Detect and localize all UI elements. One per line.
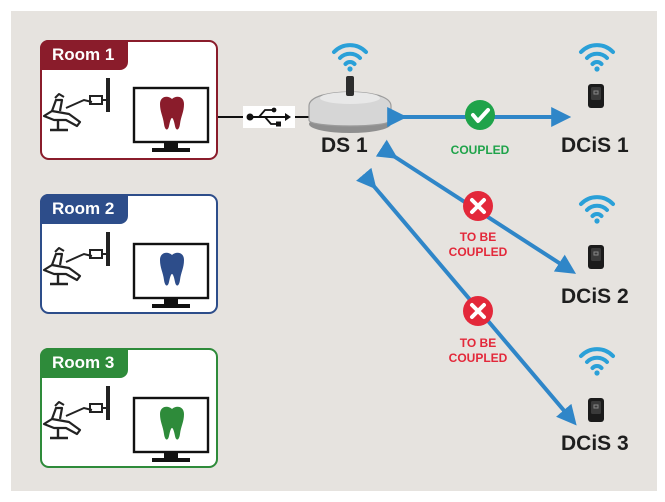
monitor-icon [132, 242, 210, 310]
dental-chair-icon [42, 230, 112, 286]
wifi-icon [579, 347, 615, 378]
check-icon [465, 100, 495, 130]
sensor-icon [587, 397, 605, 423]
base-station-label: DS 1 [321, 134, 368, 157]
link-3-status-line1: TO BE [459, 336, 497, 350]
usb-icon [243, 106, 295, 128]
sensor-2-label: DCiS 2 [561, 285, 629, 308]
dental-chair-icon [42, 76, 112, 132]
link-1-status: COUPLED [450, 143, 510, 157]
link-2-status-line2: COUPLED [448, 245, 508, 259]
cross-icon [463, 296, 493, 326]
sensor-3-label: DCiS 3 [561, 432, 629, 455]
room-1-label: Room 1 [40, 40, 129, 70]
wifi-icon [579, 43, 615, 74]
wifi-icon [332, 43, 368, 74]
sensor-1-label: DCiS 1 [561, 134, 629, 157]
link-2-status-line1: TO BE [459, 230, 497, 244]
monitor-icon [132, 86, 210, 154]
room-2-label: Room 2 [40, 194, 129, 224]
room-3-label: Room 3 [40, 348, 129, 378]
monitor-icon [132, 396, 210, 464]
cross-icon [463, 191, 493, 221]
sensor-icon [587, 83, 605, 109]
dental-chair-icon [42, 384, 112, 440]
wifi-icon [579, 195, 615, 226]
base-station-device [308, 76, 392, 133]
sensor-icon [587, 244, 605, 270]
link-3-status-line2: COUPLED [448, 351, 508, 365]
